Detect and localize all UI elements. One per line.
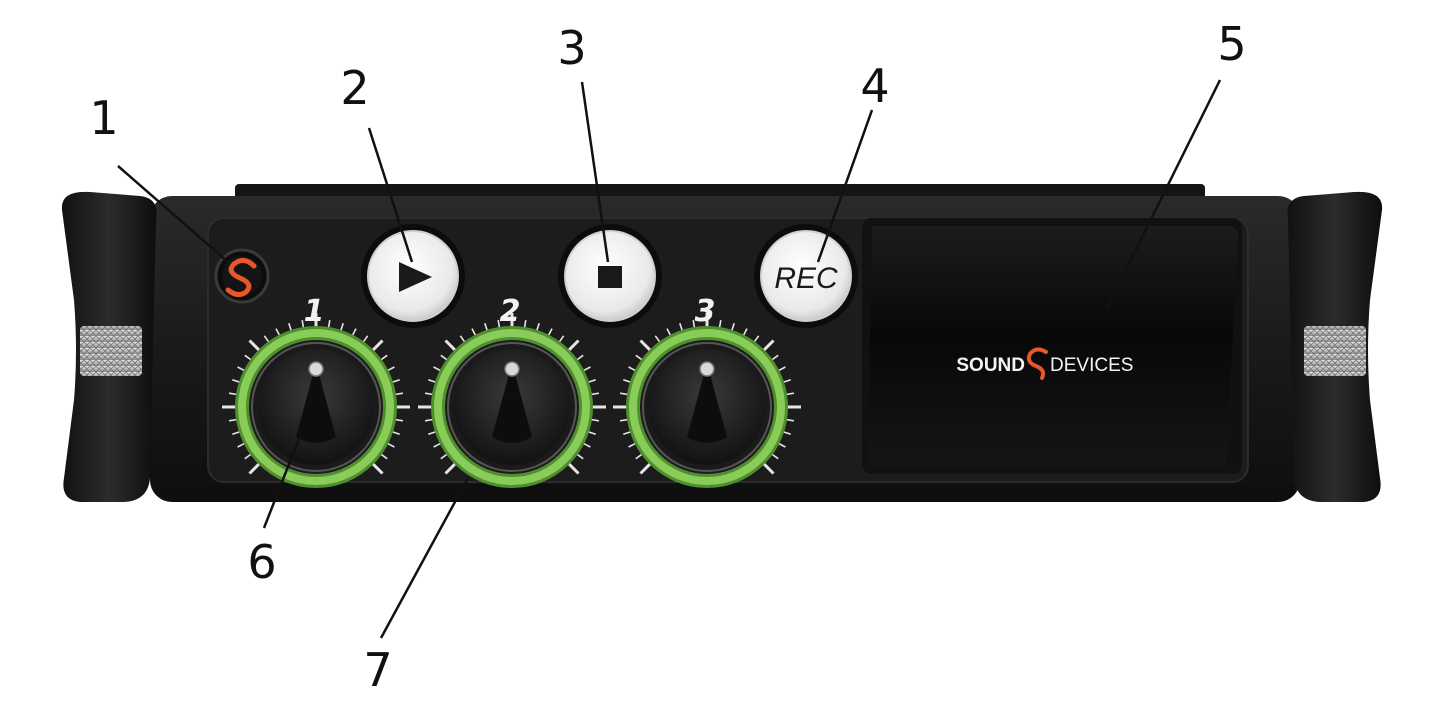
callout-1: 1 xyxy=(89,91,118,145)
knob-scale-ticks xyxy=(613,313,801,475)
callout-line-4 xyxy=(816,109,874,263)
record-button[interactable]: REC xyxy=(754,224,858,328)
knob-label-1: 1 xyxy=(304,294,325,329)
callout-line-2 xyxy=(367,127,414,263)
gain-knobs: 1 2 3 xyxy=(222,294,801,488)
play-button[interactable] xyxy=(361,224,465,328)
power-logo-button[interactable] xyxy=(214,248,270,304)
knob-indicator-dot xyxy=(308,361,324,377)
stop-button[interactable] xyxy=(558,224,662,328)
callout-lines xyxy=(117,79,1222,639)
callout-numbers: 1 2 3 4 5 6 7 xyxy=(89,17,1246,697)
gain-knob-3[interactable]: 3 xyxy=(613,294,801,488)
left-bumper xyxy=(61,191,157,502)
logo-wordmark-light: DEVICES xyxy=(1050,355,1133,376)
callout-3: 3 xyxy=(557,21,586,75)
callout-line-5 xyxy=(1104,79,1222,311)
callout-4: 4 xyxy=(860,59,889,113)
callout-line-6 xyxy=(262,435,302,529)
knob-scale-ticks xyxy=(222,313,410,475)
callout-2: 2 xyxy=(340,61,369,115)
callout-6: 6 xyxy=(247,535,276,589)
right-knurled-screw xyxy=(1304,326,1366,376)
callout-line-3 xyxy=(580,81,610,263)
logo-wordmark-bold: SOUND xyxy=(956,355,1025,376)
knob-label-2: 2 xyxy=(500,294,521,329)
left-knurled-screw xyxy=(80,326,142,376)
display-logo: SOUND DEVICES xyxy=(956,347,1133,380)
knob-label-3: 3 xyxy=(695,294,716,329)
gain-knob-1[interactable]: 1 xyxy=(222,294,410,488)
record-label: REC xyxy=(774,262,838,295)
callout-line-1 xyxy=(117,165,229,263)
logo-swoosh-icon xyxy=(1026,347,1048,380)
gain-knob-2[interactable]: 2 xyxy=(418,294,606,488)
knob-indicator-dot xyxy=(504,361,520,377)
callout-5: 5 xyxy=(1217,17,1246,71)
right-bumper xyxy=(1287,191,1383,502)
knob-indicator-dot xyxy=(699,361,715,377)
callout-line-7 xyxy=(379,477,470,639)
display-screen: SOUND DEVICES xyxy=(862,218,1242,474)
knob-pointer xyxy=(687,363,727,443)
play-icon xyxy=(399,262,432,292)
sound-devices-logo-icon xyxy=(225,258,257,298)
knob-scale-ticks xyxy=(418,313,606,475)
knob-pointer xyxy=(492,363,532,443)
callout-7: 7 xyxy=(363,643,392,697)
knob-pointer xyxy=(296,363,336,443)
stop-icon xyxy=(598,266,622,288)
